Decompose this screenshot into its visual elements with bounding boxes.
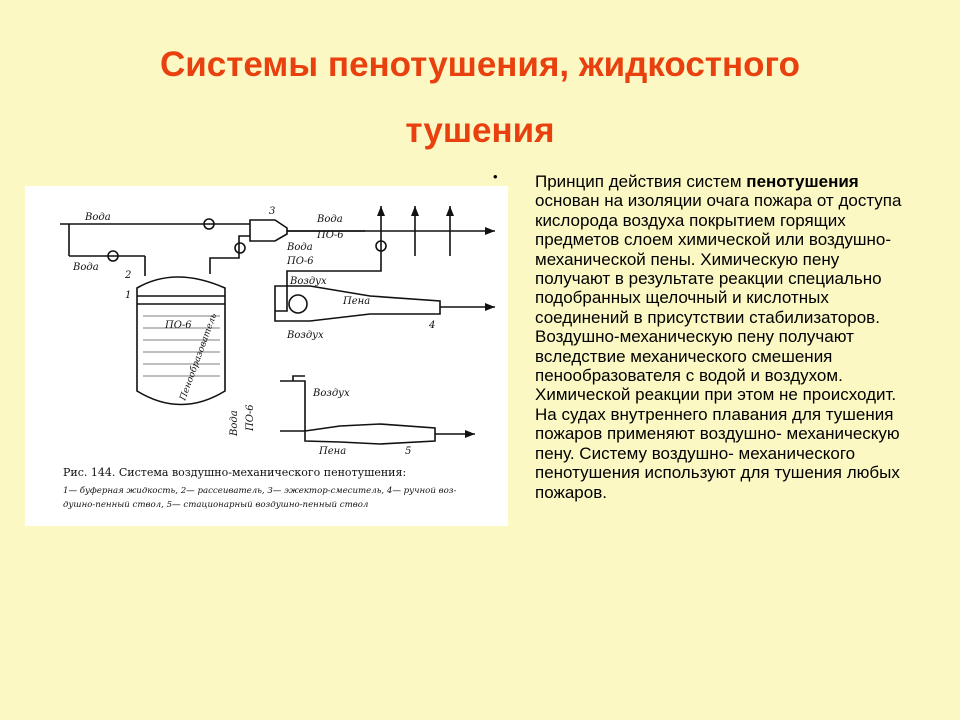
bullet-marker: • bbox=[493, 169, 498, 184]
pipe-tank-to-ejector bbox=[209, 235, 250, 274]
hand-nozzle bbox=[274, 285, 441, 322]
caption-line3: душно-пенный ствол, 5— стационарный возд… bbox=[63, 500, 368, 510]
arrow-heads bbox=[377, 206, 495, 438]
label-po6-tank: ПО-6 bbox=[164, 320, 192, 331]
stationary-nozzle bbox=[304, 423, 436, 445]
body-paragraph: Принцип действия систем пенотушения осно… bbox=[535, 172, 915, 502]
label-num4: 4 bbox=[428, 320, 435, 331]
label-voda-right: Вода bbox=[316, 214, 343, 225]
slide-title: Системы пенотушения, жидкостного тушения bbox=[60, 32, 900, 164]
label-voda-mid: Вода bbox=[286, 242, 313, 253]
label-po6-lower: ПО-6 bbox=[245, 404, 256, 432]
valve-top bbox=[203, 218, 215, 230]
body-rest: основан на изоляции очага пожара от дост… bbox=[535, 191, 902, 502]
label-vozdukh-mid: Воздух bbox=[289, 276, 327, 287]
caption-line2: 1— буферная жидкость, 2— рассеиватель, 3… bbox=[63, 485, 456, 496]
pipe-to-nozzle bbox=[275, 266, 382, 312]
label-vozdukh-lower: Воздух bbox=[312, 388, 350, 399]
label-po6-right: ПО-6 bbox=[316, 230, 344, 241]
label-num1: 1 bbox=[125, 290, 131, 301]
stationary-body bbox=[280, 380, 306, 432]
label-num3: 3 bbox=[269, 206, 275, 217]
label-num2: 2 bbox=[124, 270, 131, 281]
label-po6-mid: ПО-6 bbox=[286, 256, 314, 267]
label-pena-lower: Пена bbox=[318, 446, 346, 457]
body-intro: Принцип действия систем bbox=[535, 172, 747, 191]
label-vozdukh-bottom: Воздух bbox=[286, 330, 324, 341]
nozzle-inlet bbox=[288, 294, 308, 314]
body-bold-term: пенотушения bbox=[746, 172, 859, 191]
ejector-mixer bbox=[249, 219, 288, 242]
label-voda-lower: Вода bbox=[229, 410, 240, 437]
tank bbox=[136, 276, 226, 406]
label-voda-top: Вода bbox=[84, 212, 111, 223]
label-num5: 5 bbox=[405, 446, 411, 457]
label-voda-left: Вода bbox=[72, 262, 99, 273]
caption-line1: Рис. 144. Система воздушно-механического… bbox=[63, 466, 406, 479]
diagram-svg: Вода Вода Вода ПО-6 Вода ПО-6 Воздух Пен… bbox=[60, 206, 495, 510]
slide-title-line2: тушения bbox=[405, 111, 555, 150]
foam-system-diagram: Вода Вода Вода ПО-6 Вода ПО-6 Воздух Пен… bbox=[25, 186, 508, 526]
valve-left bbox=[107, 250, 119, 262]
label-pena-mid: Пена bbox=[342, 296, 370, 307]
valve-mid bbox=[234, 242, 246, 254]
slide-title-line1: Системы пенотушения, жидкостного bbox=[160, 45, 800, 84]
